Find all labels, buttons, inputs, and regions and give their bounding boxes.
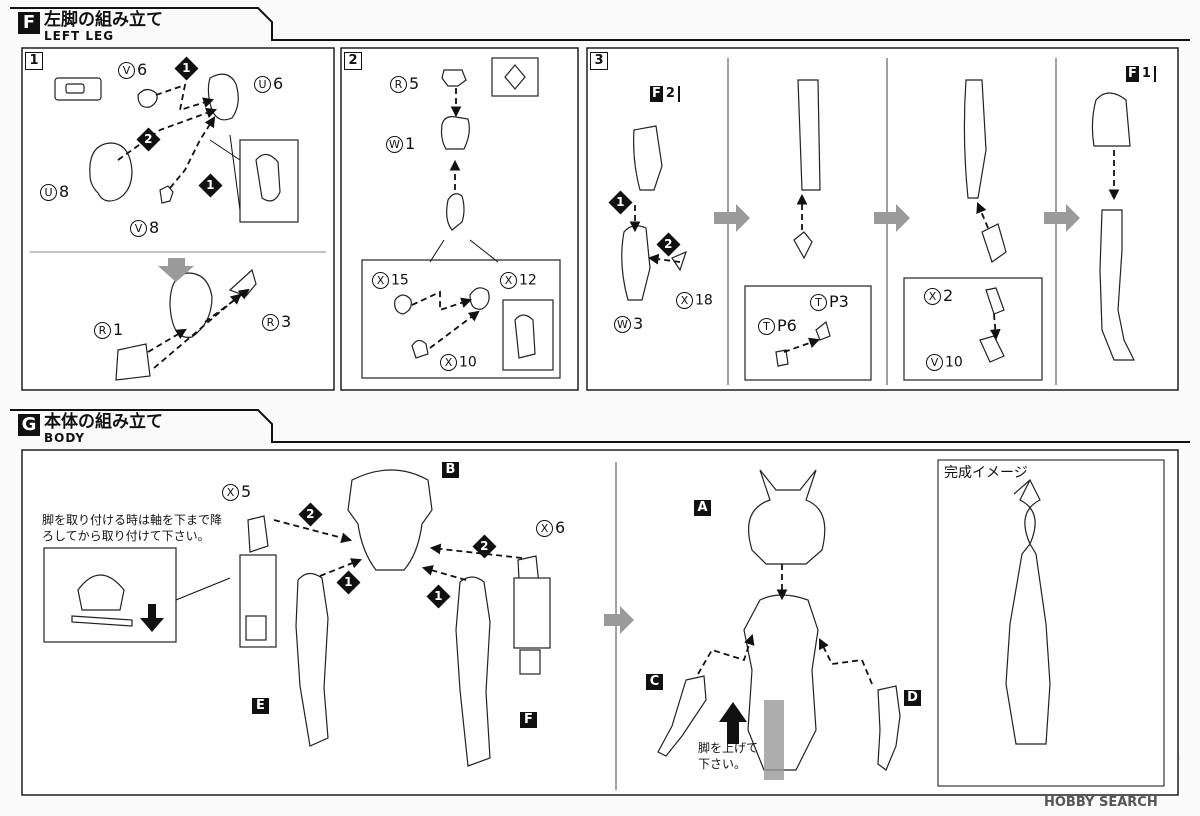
circled-letter: R: [262, 314, 279, 331]
circled-letter: U: [254, 76, 271, 93]
section-g-title: 本体の組み立て: [44, 412, 163, 432]
circled-letter: X: [222, 484, 239, 501]
step3-number: 3: [590, 52, 608, 70]
section-f-title: 左脚の組み立て: [44, 10, 163, 30]
circled-letter: X: [440, 354, 457, 371]
label-c: C: [646, 674, 663, 690]
label-d: D: [904, 690, 921, 706]
label-a: A: [694, 500, 711, 516]
circled-letter: W: [614, 316, 631, 333]
section-f-header-frame: [10, 7, 1190, 41]
circled-letter: V: [926, 354, 943, 371]
circled-letter: U: [40, 184, 57, 201]
section-f-letter: F: [18, 12, 40, 34]
section-f-subtitle: LEFT LEG: [44, 29, 115, 43]
circled-letter: W: [386, 136, 403, 153]
circled-letter: X: [924, 288, 941, 305]
circled-letter: T: [758, 318, 775, 335]
circled-letter: R: [390, 76, 407, 93]
circled-letter: X: [536, 520, 553, 537]
circled-letter: V: [130, 220, 147, 237]
section-g-letter: G: [18, 414, 40, 436]
leg-attach-note: 脚を取り付ける時は軸を下まで降ろしてから取り付けて下さい。: [42, 513, 223, 543]
circled-letter: X: [676, 292, 693, 309]
circled-letter: T: [810, 294, 827, 311]
label-e: E: [252, 698, 269, 714]
complete-image-label: 完成イメージ: [944, 465, 1028, 481]
circled-letter: R: [94, 322, 111, 339]
circled-letter: X: [372, 272, 389, 289]
step1-number: 1: [25, 52, 43, 70]
circled-letter: X: [500, 272, 517, 289]
complete-image-frame: [937, 459, 1165, 787]
label-b: B: [442, 462, 459, 478]
circled-letter: V: [118, 62, 135, 79]
step2-number: 2: [344, 52, 362, 70]
body-panel: [21, 449, 1179, 796]
label-f: F: [520, 712, 537, 728]
watermark: HOBBY SEARCH: [1044, 795, 1158, 810]
raise-leg-note: 脚を上げて下さい。: [698, 741, 759, 771]
section-g-subtitle: BODY: [44, 431, 86, 445]
